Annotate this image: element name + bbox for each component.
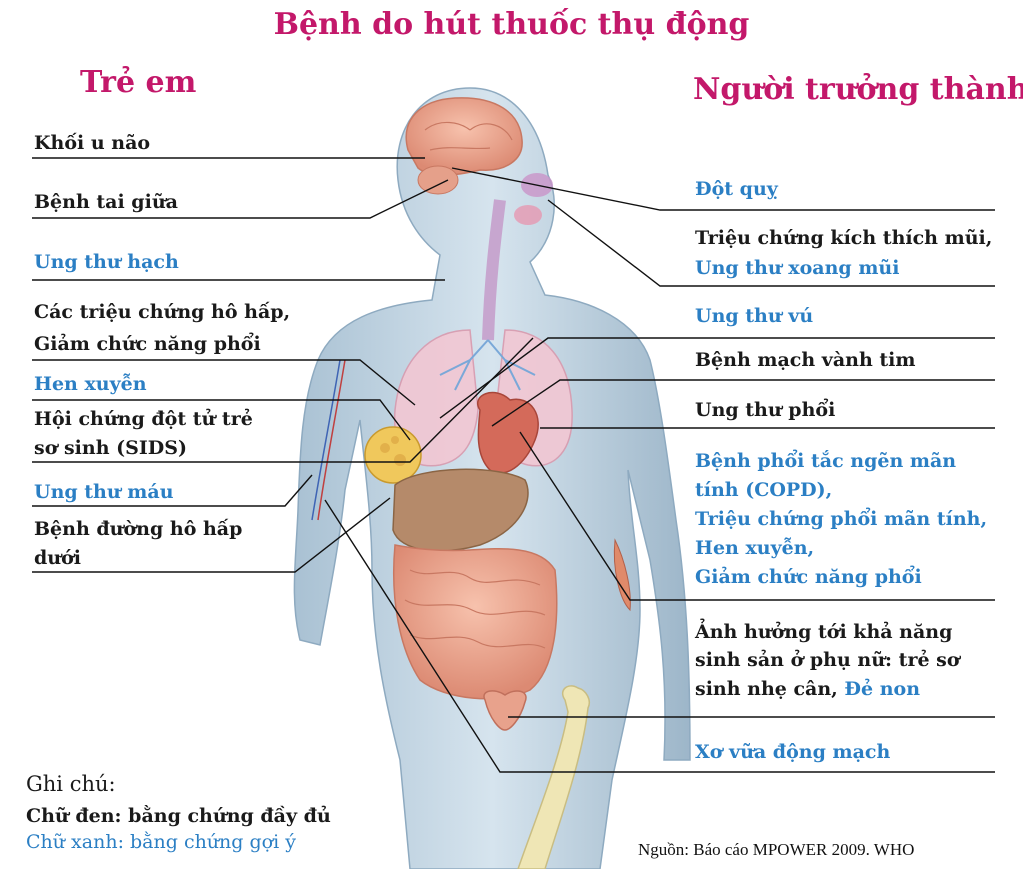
source-note: Nguồn: Báo cáo MPOWER 2009. WHO [638,838,914,862]
label-reproductive-2: sinh sản ở phụ nữ: trẻ sơ [695,648,960,672]
label-leukemia: Ung thư máu [34,480,174,504]
label-copd-4: Hen xuyễn, [695,536,814,560]
label-breast-cancer: Ung thư vú [695,304,813,328]
label-coronary: Bệnh mạch vành tim [695,348,916,372]
label-stroke: Đột quỵ [695,177,778,201]
label-sids-1: Hội chứng đột tử trẻ [34,407,253,431]
legend-title: Ghi chú: [26,772,116,796]
label-reproductive-1: Ảnh hưởng tới khả năng [695,620,952,644]
label-nasal-1: Triệu chứng kích thích mũi, [695,226,992,250]
adults-heading: Người trưởng thành [693,72,1023,108]
label-reproductive-3a: sinh nhẹ cân, [695,678,838,700]
label-respiratory-2: Giảm chức năng phổi [34,332,261,356]
legend-blue: Chữ xanh: bằng chứng gợi ý [26,830,296,854]
label-reproductive-3: sinh nhẹ cân, Đẻ non [695,677,920,701]
brain-organ [406,98,522,175]
label-lung-cancer: Ung thư phổi [695,398,835,422]
children-heading: Trẻ em [80,65,196,101]
label-lower-resp-2: dưới [34,546,81,570]
label-copd-5: Giảm chức năng phổi [695,565,922,589]
label-copd-3: Triệu chứng phổi mãn tính, [695,507,987,531]
label-asthma: Hen xuyễn [34,372,147,396]
cerebellum [418,166,458,194]
label-preterm: Đẻ non [844,678,920,700]
label-atherosclerosis: Xơ vữa động mạch [695,740,890,764]
page-title: Bệnh do hút thuốc thụ động [0,6,1023,44]
intestines [394,545,557,699]
label-lower-resp-1: Bệnh đường hô hấp [34,517,242,541]
label-brain-tumor: Khối u não [34,131,150,155]
legend-black: Chữ đen: bằng chứng đầy đủ [26,804,331,828]
breast-gland [365,427,421,483]
label-lymphoma: Ung thư hạch [34,250,179,274]
label-respiratory-1: Các triệu chứng hô hấp, [34,300,290,324]
label-sids-2: sơ sinh (SIDS) [34,436,187,460]
label-middle-ear: Bệnh tai giữa [34,190,178,214]
label-copd-1: Bệnh phổi tắc ngẽn mãn [695,449,956,473]
label-copd-2: tính (COPD), [695,478,832,502]
label-nasal-2: Ung thư xoang mũi [695,256,899,280]
